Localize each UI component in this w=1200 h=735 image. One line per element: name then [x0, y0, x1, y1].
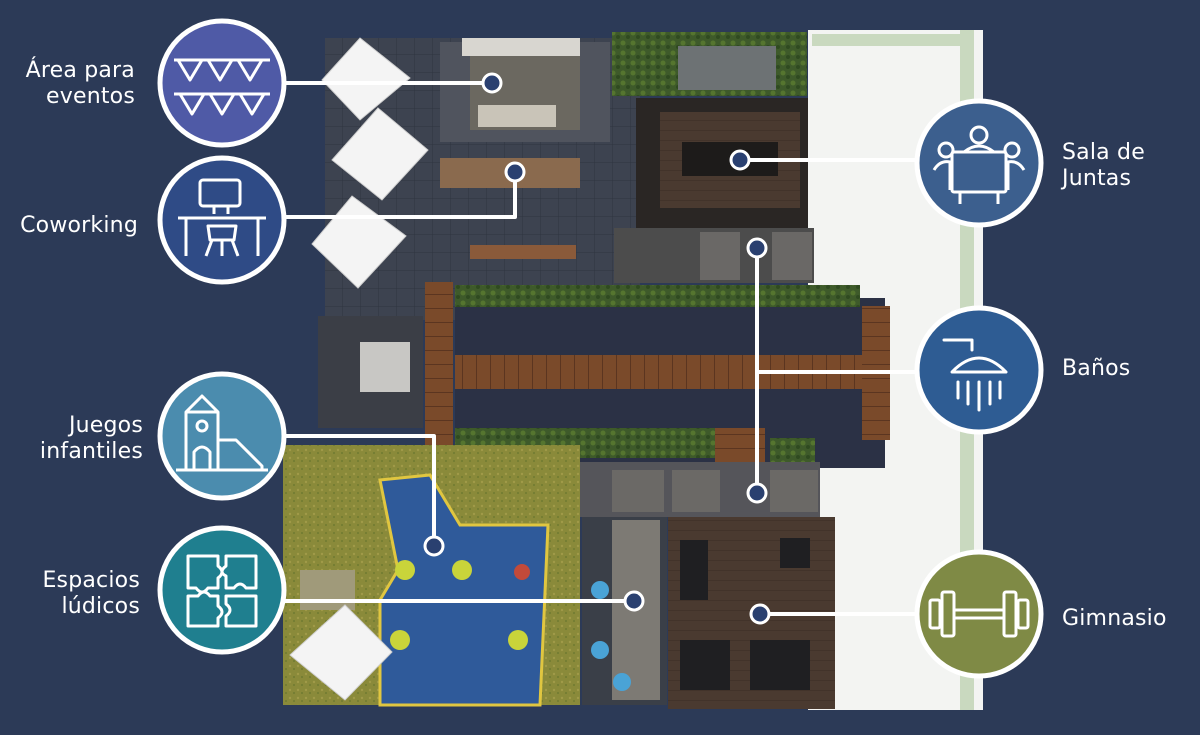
plan-gym-machine-d: [780, 538, 810, 568]
amenity-juegos[interactable]: [157, 371, 287, 501]
amenity-eventos[interactable]: [157, 18, 287, 148]
label-ludicos: Espacios lúdicos: [10, 568, 140, 620]
connector-coworking: [281, 170, 517, 219]
label-juegos-line1: Juegos: [68, 413, 143, 438]
label-coworking-line1: Coworking: [20, 213, 138, 238]
juntas-circle: [914, 98, 1044, 228]
shower-head-icon: [942, 338, 1008, 412]
amenity-juntas[interactable]: [914, 98, 1044, 228]
label-ludicos-line2: lúdicos: [61, 594, 140, 619]
connector-juegos: [281, 434, 436, 548]
plan-gym-stall-c: [770, 470, 818, 512]
plan-umbrella-2: [331, 107, 429, 201]
connectors: [281, 72, 919, 625]
plan-bath-stall-a: [700, 232, 740, 280]
plan-gym-machine-b: [680, 640, 730, 690]
label-juegos-line2: infantiles: [39, 439, 143, 464]
connector-eventos-dot: [481, 72, 503, 94]
playground-slide-icon: [176, 394, 268, 472]
dumbbell-icon: [928, 590, 1030, 638]
plan-umbrella-1: [321, 37, 411, 121]
connector-banos-dot-top: [746, 237, 768, 259]
plan-pool-top: [678, 46, 776, 90]
plan-bench: [470, 245, 576, 259]
amenity-ludicos[interactable]: [157, 525, 287, 655]
label-banos: Baños: [1062, 356, 1192, 382]
connector-banos: [755, 250, 919, 494]
plan-sandbox: [300, 570, 355, 610]
connector-ludicos-dot: [623, 590, 645, 612]
connector-juntas-dot: [729, 149, 751, 171]
plan-play-surface: [378, 473, 550, 707]
plan-play-seat-c: [390, 630, 410, 650]
plan-cafe-table-c: [613, 673, 631, 691]
plan-bath-stall-b: [772, 232, 812, 280]
desk-chair-monitor-icon: [178, 178, 266, 257]
puzzle-pieces-icon: [186, 554, 258, 628]
label-gimnasio: Gimnasio: [1062, 606, 1192, 632]
label-juegos: Juegos infantiles: [10, 413, 143, 465]
connector-gimnasio-dot: [749, 603, 771, 625]
plan-hedge-upper: [455, 285, 860, 307]
label-eventos: Área para eventos: [20, 58, 135, 110]
plan-sofa: [478, 105, 556, 127]
connector-banos-dot-bottom: [746, 482, 768, 504]
plan-white-hedge-top: [812, 34, 972, 46]
label-eventos-line2: eventos: [46, 84, 135, 109]
juegos-circle: [157, 371, 287, 501]
plan-gym-machine-a: [680, 540, 708, 600]
plan-cafe-table-b: [591, 641, 609, 659]
label-ludicos-line1: Espacios: [42, 568, 140, 593]
coworking-circle: [157, 155, 287, 285]
connector-juegos-dot: [423, 535, 445, 557]
plan-deck-vertical: [425, 282, 453, 462]
plan-cafe-table-a: [591, 581, 609, 599]
plan-umbrella-4: [289, 604, 393, 701]
label-juntas-line1: Sala de: [1062, 140, 1145, 165]
meeting-table-icon: [932, 125, 1026, 204]
plan-play-seat-d: [508, 630, 528, 650]
plan-play-seat-b: [452, 560, 472, 580]
label-eventos-line1: Área para: [25, 58, 135, 83]
connector-coworking-dot: [504, 161, 526, 183]
banos-circle: [914, 305, 1044, 435]
label-gimnasio-line1: Gimnasio: [1062, 606, 1167, 631]
label-coworking: Coworking: [8, 213, 138, 239]
label-juntas: Sala de Juntas: [1062, 140, 1192, 192]
gimnasio-circle: [914, 549, 1044, 679]
label-banos-line1: Baños: [1062, 356, 1131, 381]
eventos-circle: [157, 18, 287, 148]
plan-gym-stall-a: [612, 470, 664, 512]
amenity-gimnasio[interactable]: [914, 549, 1044, 679]
plan-play-seat-a: [395, 560, 415, 580]
plan-gym-machine-c: [750, 640, 810, 690]
plan-gym-stall-b: [672, 470, 720, 512]
plan-hedge-lower-right: [770, 438, 815, 462]
bunting-flags-icon: [174, 58, 270, 116]
amenity-banos[interactable]: [914, 305, 1044, 435]
plan-bar-counter: [462, 38, 580, 56]
amenity-coworking[interactable]: [157, 155, 287, 285]
ludicos-circle: [157, 525, 287, 655]
plan-skylight: [360, 342, 410, 392]
plan-play-dot-red: [514, 564, 530, 580]
label-juntas-line2: Juntas: [1062, 166, 1132, 191]
